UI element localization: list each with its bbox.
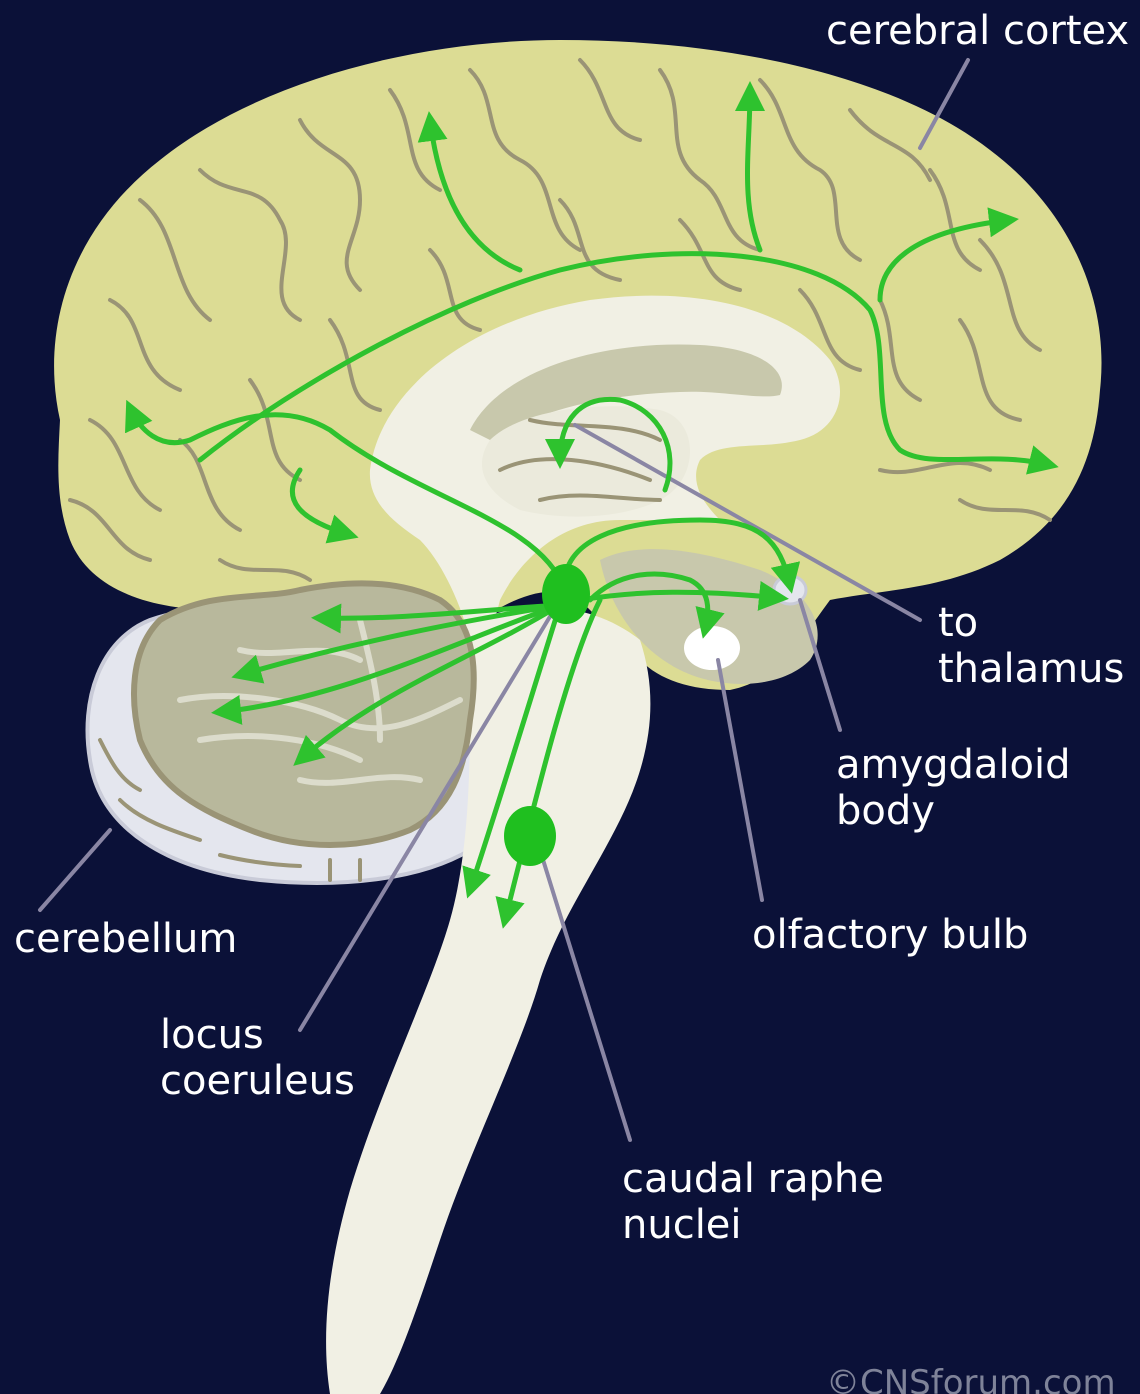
label-to-thalamus-line1: to <box>938 600 1124 646</box>
label-to-thalamus-line2: thalamus <box>938 646 1124 692</box>
label-locus-line2: coeruleus <box>160 1058 355 1104</box>
label-cerebral-cortex-text: cerebral cortex <box>826 8 1129 54</box>
label-olfactory-bulb-text: olfactory bulb <box>752 912 1028 958</box>
label-raphe-line2: nuclei <box>622 1202 884 1248</box>
copyright-notice: ©CNSforum.com <box>826 1366 1116 1394</box>
caudal-raphe-nucleus <box>504 806 556 866</box>
label-locus-coeruleus: locus coeruleus <box>160 1012 355 1104</box>
olfactory-bulb-shape <box>684 626 740 670</box>
label-cerebellum: cerebellum <box>14 916 237 962</box>
label-cerebellum-text: cerebellum <box>14 916 237 962</box>
label-raphe-line1: caudal raphe <box>622 1156 884 1202</box>
label-caudal-raphe-nuclei: caudal raphe nuclei <box>622 1156 884 1248</box>
label-amygdaloid-line2: body <box>836 788 1071 834</box>
label-to-thalamus: to thalamus <box>938 600 1124 692</box>
label-amygdaloid-body: amygdaloid body <box>836 742 1071 834</box>
label-amygdaloid-line1: amygdaloid <box>836 742 1071 788</box>
label-locus-line1: locus <box>160 1012 355 1058</box>
label-cerebral-cortex: cerebral cortex <box>826 8 1129 54</box>
locus-coeruleus-nucleus <box>542 564 590 624</box>
label-olfactory-bulb: olfactory bulb <box>752 912 1028 958</box>
